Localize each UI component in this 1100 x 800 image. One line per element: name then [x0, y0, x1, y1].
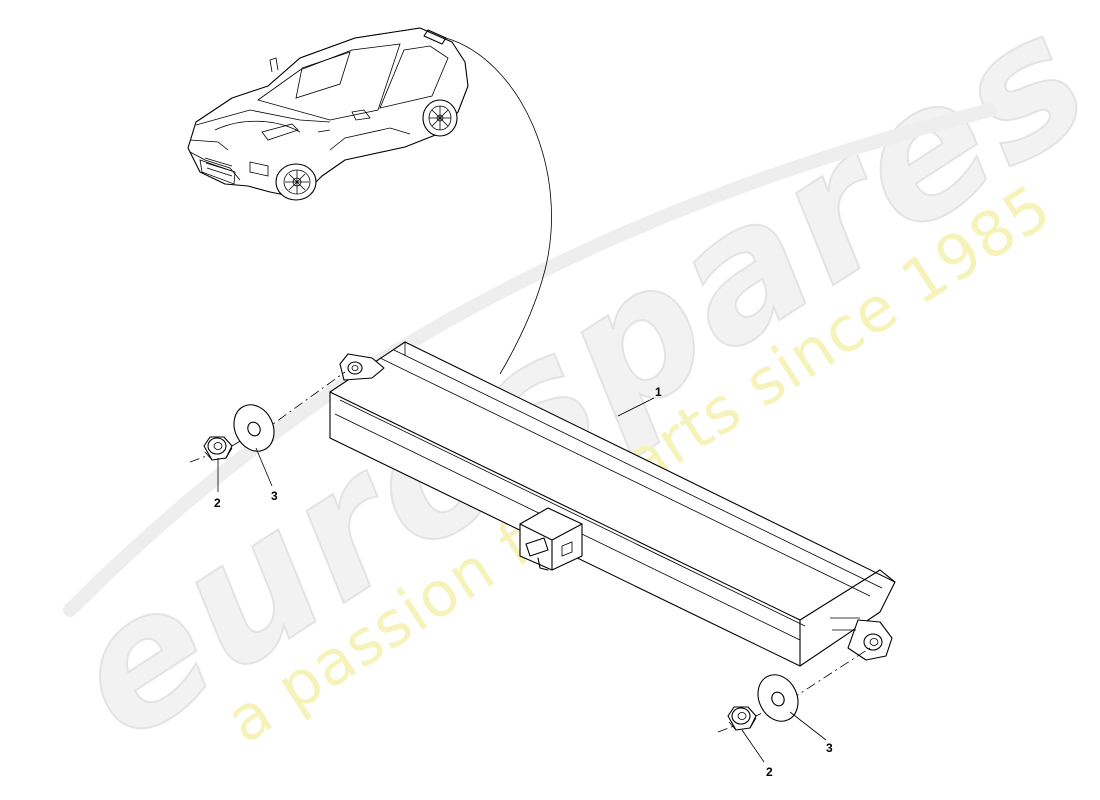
callout-part-1: 1: [655, 385, 662, 399]
callout-part-2-right: 2: [766, 765, 773, 779]
centerline-right-a: [717, 725, 735, 733]
washer-left: [233, 404, 275, 452]
location-leader-line: [445, 37, 552, 375]
callout-part-3-left: 3: [271, 489, 278, 503]
car-illustration: [187, 27, 469, 201]
callout-part-2-left: 2: [214, 496, 221, 510]
watermark: eurospares a passion for parts since 198…: [34, 0, 1100, 781]
centerline-left-c: [261, 371, 346, 433]
nut-left: [203, 436, 233, 461]
callout-part-3-right: 3: [826, 741, 833, 755]
washer-right: [757, 674, 799, 722]
control-module-part: [329, 341, 896, 667]
nut-right: [727, 706, 757, 731]
centerline-right-c: [789, 647, 871, 701]
watermark-swoosh: [63, 103, 997, 617]
callout-leaders: [217, 397, 827, 763]
